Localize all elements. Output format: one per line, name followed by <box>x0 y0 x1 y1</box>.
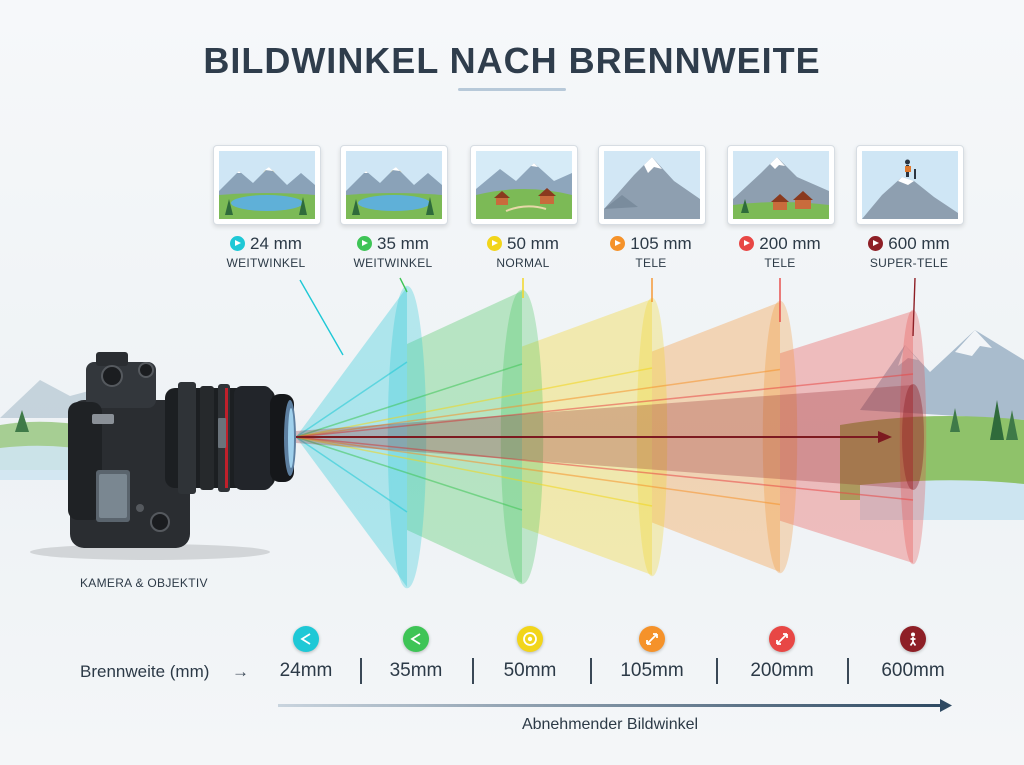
focal-length-text: 24 mm <box>250 234 302 253</box>
fov-ray <box>295 373 914 501</box>
mountain-houses-scene <box>733 151 829 219</box>
scale-caption: Abnehmender Bildwinkel <box>521 716 699 733</box>
zoom-icon <box>769 626 795 652</box>
optical-axis-arrowhead <box>878 431 892 443</box>
scale-lead-arrow: → <box>232 662 249 681</box>
lens-category: TELE <box>635 256 667 270</box>
scale-value-5: 600mm <box>881 660 945 681</box>
mountain-peak-scene <box>604 151 700 219</box>
scene-thumbnail-600mm <box>856 145 964 225</box>
scale-lead-label: Brennweite (mm) <box>80 662 210 681</box>
focal-label-2: 50 mm NORMAL <box>458 234 588 270</box>
fov-ray <box>295 368 781 506</box>
play-dot-icon <box>487 236 503 251</box>
focal-length-text: 600 mm <box>888 234 950 253</box>
focal-length-text: 50 mm <box>507 234 559 253</box>
wide-angle-icon <box>403 626 429 652</box>
leader-line-0 <box>299 279 344 356</box>
scale-separator <box>360 658 362 684</box>
focal-length-text: 35 mm <box>377 234 429 253</box>
focal-length-value: 50 mm <box>458 234 588 254</box>
scale-value-2: 50mm <box>503 660 557 681</box>
scene-thumbnail-200mm <box>727 145 835 225</box>
lake-valley-scene <box>219 151 315 219</box>
lens-category: NORMAL <box>496 256 550 270</box>
scale-separator <box>590 658 592 684</box>
village-hills-scene <box>476 151 572 219</box>
scale-value-4: 200mm <box>750 660 814 681</box>
scale-value-0: 24mm <box>279 660 333 681</box>
focal-label-3: 105 mm TELE <box>586 234 716 270</box>
focal-length-text: 105 mm <box>630 234 692 253</box>
scale-value-3: 105mm <box>620 660 684 681</box>
lake-valley-scene <box>346 151 442 219</box>
scale-separator <box>716 658 718 684</box>
leader-line-1 <box>399 277 408 293</box>
wide-angle-icon <box>293 626 319 652</box>
zoom-icon <box>639 626 665 652</box>
focal-label-5: 600 mm SUPER-TELE <box>844 234 974 270</box>
title-underline <box>458 88 566 91</box>
lens-category: TELE <box>764 256 796 270</box>
page-title: BILDWINKEL NACH BRENNWEITE <box>203 40 821 81</box>
scene-thumbnail-105mm <box>598 145 706 225</box>
camera-label: KAMERA & OBJEKTIV <box>80 576 208 590</box>
hiker-icon <box>900 626 926 652</box>
focal-length-value: 24 mm <box>201 234 331 254</box>
play-dot-icon <box>739 236 755 251</box>
scene-thumbnail-50mm <box>470 145 578 225</box>
focal-length-value: 600 mm <box>844 234 974 254</box>
scene-thumbnail-24mm <box>213 145 321 225</box>
fov-ray <box>295 367 653 507</box>
scene-thumbnail-35mm <box>340 145 448 225</box>
focal-length-value: 200 mm <box>715 234 845 254</box>
focal-length-value: 35 mm <box>328 234 458 254</box>
play-dot-icon <box>868 236 884 251</box>
summit-hiker-scene <box>862 151 958 219</box>
fov-ray <box>295 361 408 513</box>
lens-category: WEITWINKEL <box>353 256 433 270</box>
aperture-icon <box>517 626 543 652</box>
fov-ray <box>295 363 523 511</box>
camera-icon <box>30 352 296 560</box>
play-dot-icon <box>357 236 373 251</box>
leader-line-5 <box>912 277 916 337</box>
scale-value-1: 35mm <box>389 660 443 681</box>
focal-length-value: 105 mm <box>586 234 716 254</box>
focal-label-1: 35 mm WEITWINKEL <box>328 234 458 270</box>
focal-length-text: 200 mm <box>759 234 821 253</box>
play-dot-icon <box>230 236 246 251</box>
focal-label-0: 24 mm WEITWINKEL <box>201 234 331 270</box>
lens-category: SUPER-TELE <box>869 256 949 270</box>
scale-separator <box>472 658 474 684</box>
lens-category: WEITWINKEL <box>226 256 306 270</box>
scale-separator <box>846 658 849 684</box>
play-dot-icon <box>610 236 626 251</box>
focal-label-4: 200 mm TELE <box>715 234 845 270</box>
